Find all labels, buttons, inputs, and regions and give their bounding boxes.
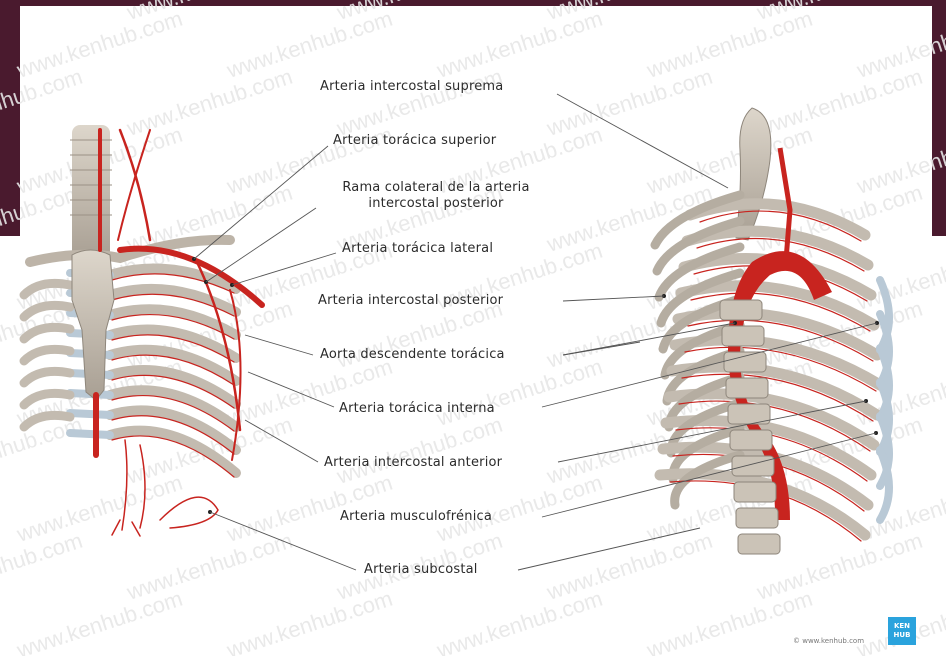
kenhub-logo-line2: HUB [894, 631, 911, 640]
watermark-text: www.kenhub.com [123, 528, 296, 605]
rib [24, 327, 70, 339]
watermark-text: www.kenhub.com [433, 6, 606, 83]
vertebral-body [732, 456, 774, 476]
label-intercostal-suprema: Arteria intercostal suprema [320, 79, 503, 95]
cervical-spine [72, 125, 110, 260]
label-toracica-superior: Arteria torácica superior [333, 133, 496, 149]
watermark-text: www.kenhub.com [433, 586, 606, 656]
watermark-text: www.kenhub.com [643, 586, 816, 656]
label-subcostal: Arteria subcostal [364, 562, 478, 578]
label-musculofrenica: Arteria musculofrénica [340, 509, 492, 525]
site-credit: © www.kenhub.com [793, 637, 864, 645]
watermark-text: www.kenhub.com [543, 296, 716, 373]
watermark-text: www.kenhub.com [223, 6, 396, 83]
rib [24, 371, 70, 383]
label-intercostal-posterior: Arteria intercostal posterior [318, 293, 503, 309]
label-aorta-descendente: Aorta descendente torácica [320, 347, 505, 363]
watermark-text: www.kenhub.com [223, 586, 396, 656]
watermark-text: www.kenhub.com [333, 412, 506, 489]
vertebral-body [726, 378, 768, 398]
watermark-text: www.kenhub.com [643, 122, 816, 199]
costal-cartilage [70, 413, 110, 415]
watermark-text: www.kenhub.com [13, 470, 186, 547]
watermark-text: www.kenhub.com [643, 6, 816, 83]
watermark-text: www.kenhub.com [0, 64, 86, 141]
vertebral-body [730, 430, 772, 450]
vertebral-body [722, 326, 764, 346]
watermark-text: www.kenhub.com [123, 64, 296, 141]
watermark-text: www.kenhub.com [753, 64, 926, 141]
label-rama-colateral-line2: intercostal posterior [316, 196, 556, 212]
vertebral-body [738, 534, 780, 554]
watermark-text: www.kenhub.com [433, 354, 606, 431]
watermark-text: www.kenhub.com [13, 6, 186, 83]
watermark-text: www.kenhub.com [543, 64, 716, 141]
label-toracica-lateral: Arteria torácica lateral [342, 241, 493, 257]
vertebral-body [736, 508, 778, 528]
watermark-text: www.kenhub.com [0, 528, 86, 605]
label-intercostal-anterior: Arteria intercostal anterior [324, 455, 502, 471]
vertebral-body [720, 300, 762, 320]
watermark-text: www.kenhub.com [0, 412, 86, 489]
costal-cartilage [70, 433, 110, 435]
kenhub-logo-line1: KEN [894, 622, 910, 631]
watermark-text: www.kenhub.com [0, 0, 86, 25]
watermark-text: www.kenhub.com [543, 528, 716, 605]
label-rama-colateral-line1: Rama colateral de la arteria [316, 180, 556, 196]
vertebral-body [724, 352, 766, 372]
watermark-text: www.kenhub.com [333, 64, 506, 141]
vertebral-body [734, 482, 776, 502]
watermark-text: www.kenhub.com [223, 354, 396, 431]
label-rama-colateral: Rama colateral de la arteria intercostal… [316, 180, 556, 212]
label-toracica-interna: Arteria torácica interna [339, 401, 495, 417]
watermark-text: www.kenhub.com [13, 586, 186, 656]
rib [24, 349, 70, 361]
kenhub-logo: KEN HUB [888, 617, 916, 645]
